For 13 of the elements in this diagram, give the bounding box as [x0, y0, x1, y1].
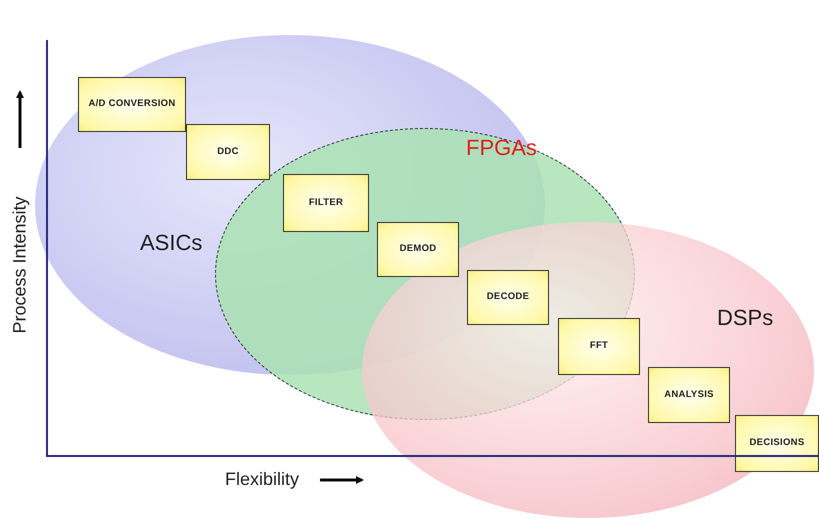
- category-label: ASICs: [140, 230, 202, 256]
- process-box: FFT: [558, 318, 640, 375]
- process-box: DECODE: [467, 270, 549, 325]
- process-box: DECISIONS: [735, 415, 819, 472]
- axis-label: Process Intensity: [10, 196, 30, 334]
- axis-label: Flexibility: [225, 469, 300, 490]
- category-label: DSPs: [717, 305, 774, 331]
- process-box: DEMOD: [377, 222, 459, 277]
- process-box: A/D CONVERSION: [78, 77, 186, 132]
- category-label: FPGAs: [466, 135, 537, 161]
- process-box: ANALYSIS: [648, 367, 730, 423]
- process-box: DDC: [186, 124, 270, 180]
- process-box: FILTER: [283, 174, 369, 232]
